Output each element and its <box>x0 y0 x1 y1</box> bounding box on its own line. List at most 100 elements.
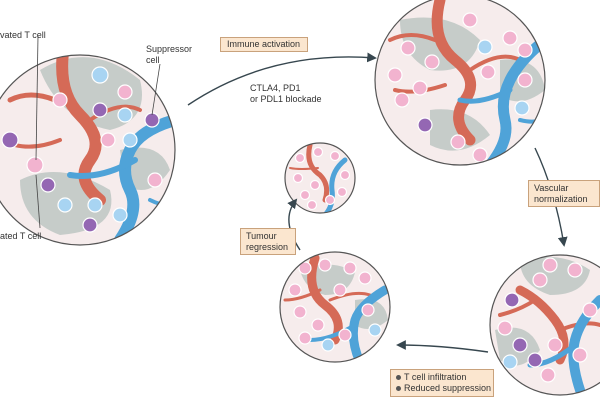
outcome-item: T cell infiltration <box>396 372 488 383</box>
vein-vessel <box>322 157 348 213</box>
activated-t-cell <box>312 146 324 158</box>
activated-t-cell <box>292 172 304 184</box>
suppressor-cell <box>417 117 433 133</box>
suppressor-cell <box>92 102 108 118</box>
activated-t-cell <box>329 150 341 162</box>
activated-t-cell <box>117 84 133 100</box>
suppressor-cell <box>504 292 520 308</box>
vein-vessel <box>114 114 175 245</box>
activated-t-cell <box>394 92 410 108</box>
activated-t-cell <box>333 283 347 297</box>
arrow-tumour-regression <box>287 198 301 251</box>
activated-t-cell <box>299 189 311 201</box>
activated-t-cell <box>400 40 416 56</box>
activated-t-cell <box>572 347 588 363</box>
activated-t-cell <box>361 303 375 317</box>
activated-t-cell <box>336 186 348 198</box>
artery-vessel <box>515 285 569 365</box>
label-suppressor-cell-line2: cell <box>146 55 160 65</box>
activated-t-cell <box>309 179 321 191</box>
activated-t-cell <box>462 12 478 28</box>
activated-t-cell <box>517 42 533 58</box>
arrow-t-cell-infiltration <box>396 340 489 353</box>
box-vascular-normalization-line1: Vascular <box>534 183 569 193</box>
activated-t-cell <box>311 318 325 332</box>
suppressor-cell <box>144 112 160 128</box>
suppressor-cell <box>512 337 528 353</box>
suppressor-cell <box>40 177 56 193</box>
vein-vessel <box>348 285 390 362</box>
artery-vessel <box>307 253 343 345</box>
artery-vessel <box>498 298 537 317</box>
activated-t-cell <box>26 156 44 174</box>
box-immune-activation: Immune activation <box>220 37 308 52</box>
activated-t-cell <box>532 272 548 288</box>
vein-vessel <box>484 34 545 165</box>
label-activated-t-cell-top: vated T cell <box>0 30 46 40</box>
activated-t-cell <box>298 261 312 275</box>
artery-vessel <box>328 291 372 302</box>
box-tumour-regression-line1: Tumour <box>246 231 277 241</box>
blue-cell <box>502 354 518 370</box>
activated-t-cell <box>358 271 372 285</box>
outcome-reduced-suppression: Reduced suppression <box>404 383 492 393</box>
activated-t-cell <box>343 261 357 275</box>
tumour-normalized <box>489 254 600 396</box>
vein-vessel <box>67 157 138 179</box>
blue-cell <box>368 323 382 337</box>
tumour-interior <box>495 256 600 395</box>
activated-t-cell <box>582 302 598 318</box>
bullet-dot-icon <box>396 386 401 392</box>
box-tumour-regression-line2: regression <box>246 242 289 252</box>
vein-vessel <box>457 87 513 104</box>
activated-t-cell <box>450 134 466 150</box>
pointer-suppressor-cell <box>151 63 161 116</box>
arrow-immune-activation <box>187 52 377 106</box>
label-suppressor-cell: Suppressor cell <box>146 44 192 66</box>
tumour-interior <box>387 0 545 165</box>
tumour-infiltrated <box>279 251 391 363</box>
tumour-outline <box>374 0 546 166</box>
artery-vessel <box>7 92 58 103</box>
activated-t-cell <box>424 54 440 70</box>
activated-t-cell <box>298 331 312 345</box>
activated-t-cell <box>339 169 351 181</box>
activated-t-cell <box>567 262 583 278</box>
artery-vessel <box>88 104 142 122</box>
label-blockade-line1: CTLA4, PD1 <box>250 83 301 93</box>
activated-t-cell <box>547 337 563 353</box>
tumour-interior <box>1 55 175 245</box>
activated-t-cell <box>52 92 68 108</box>
activated-t-cell <box>288 283 302 297</box>
outcome-t-cell-infiltration: T cell infiltration <box>404 372 467 382</box>
tumour-outline <box>284 142 356 214</box>
vein-vessel <box>308 323 357 342</box>
blue-cell <box>477 39 493 55</box>
bullet-dot-icon <box>396 375 401 381</box>
activated-t-cell <box>472 147 488 163</box>
blue-cell <box>57 197 73 213</box>
activated-t-cell <box>540 367 556 383</box>
label-blockade: CTLA4, PD1 or PDL1 blockade <box>250 83 322 105</box>
activated-t-cell <box>387 67 403 83</box>
blue-cell <box>91 66 109 84</box>
artery-vessel <box>289 167 319 170</box>
artery-vessel <box>468 54 522 72</box>
tumour-outline <box>279 251 391 363</box>
artery-vessel <box>306 143 330 203</box>
activated-t-cell <box>147 172 163 188</box>
activated-t-cell <box>318 258 332 272</box>
activated-t-cell <box>502 30 518 46</box>
artery-vessel <box>431 0 477 146</box>
label-activated-t-cell-bottom: ated T cell <box>0 231 42 241</box>
activated-t-cell <box>517 72 533 88</box>
label-suppressor-cell-line1: Suppressor <box>146 44 193 54</box>
pointer-activated-t-cell-bottom <box>35 174 41 229</box>
blue-cell <box>112 207 128 223</box>
blue-cell <box>117 107 133 123</box>
activated-t-cell <box>294 152 306 164</box>
blue-cell <box>122 132 138 148</box>
blue-cell <box>87 197 103 213</box>
